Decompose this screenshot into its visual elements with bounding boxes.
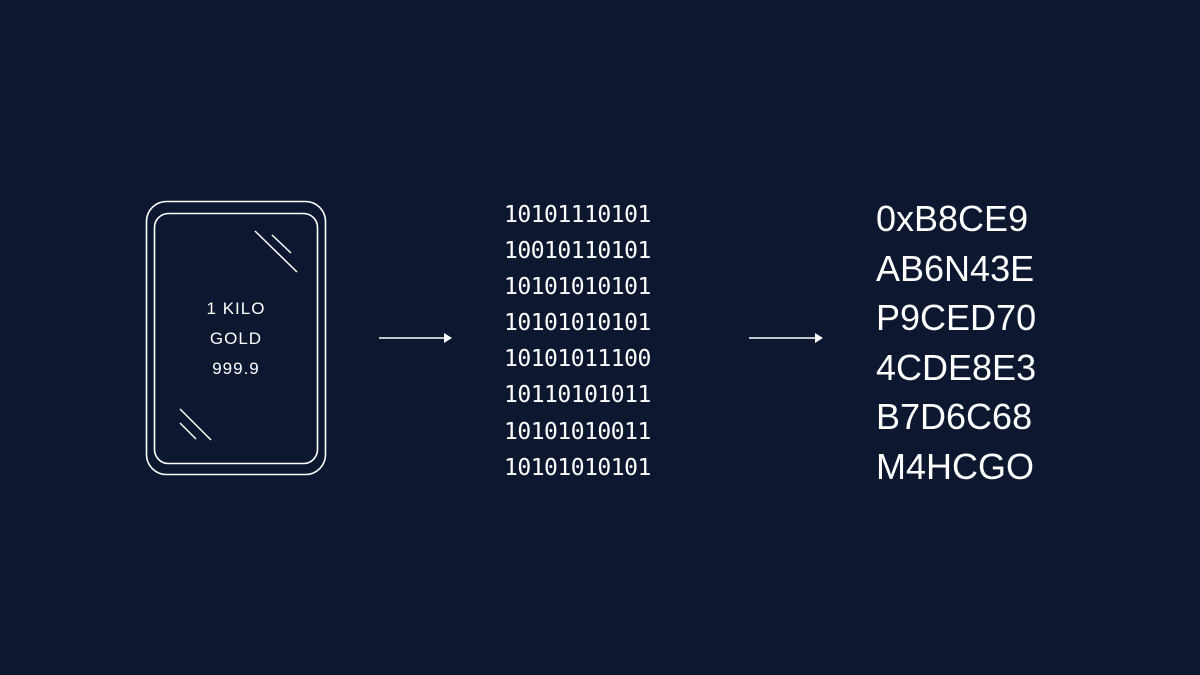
binary-line: 10010110101 (504, 238, 651, 265)
hex-line: M4HCGO (876, 445, 1035, 487)
arrow-right-icon (749, 333, 823, 343)
hex-line: 0xB8CE9 (876, 198, 1029, 239)
binary-line: 10101010101 (504, 454, 651, 481)
arrow-right-icon (379, 333, 452, 343)
binary-line: 10101011100 (504, 346, 651, 373)
hex-line: 4CDE8E3 (876, 346, 1037, 388)
gold-bar-label-metal: GOLD (209, 329, 263, 348)
gold-bar-icon (145, 200, 327, 476)
binary-code-block: 10101110101 10010110101 10101010101 1010… (504, 197, 651, 486)
hex-line: B7D6C68 (876, 396, 1033, 437)
gold-bar-shine-top-short (271, 234, 292, 254)
hex-line: AB6N43E (876, 247, 1035, 289)
gold-bar-shine-top-long (254, 230, 298, 273)
binary-line: 10101010011 (504, 418, 651, 445)
binary-line: 10101010101 (504, 274, 651, 301)
gold-bar-label-purity: 999.9 (212, 359, 260, 378)
gold-bar-inner-outline (153, 212, 319, 465)
gold-bar-shine-bottom-short (179, 422, 197, 440)
binary-line: 10110101011 (504, 382, 651, 409)
hex-token-block: 0xB8CE9 AB6N43E P9CED70 4CDE8E3 B7D6C68 … (876, 194, 1036, 491)
gold-bar-shine-bottom-long (179, 408, 212, 441)
binary-line: 10101010101 (504, 310, 651, 337)
hex-line: P9CED70 (876, 297, 1037, 338)
gold-bar-label-weight: 1 KILO (206, 299, 266, 318)
binary-line: 10101110101 (504, 202, 651, 228)
